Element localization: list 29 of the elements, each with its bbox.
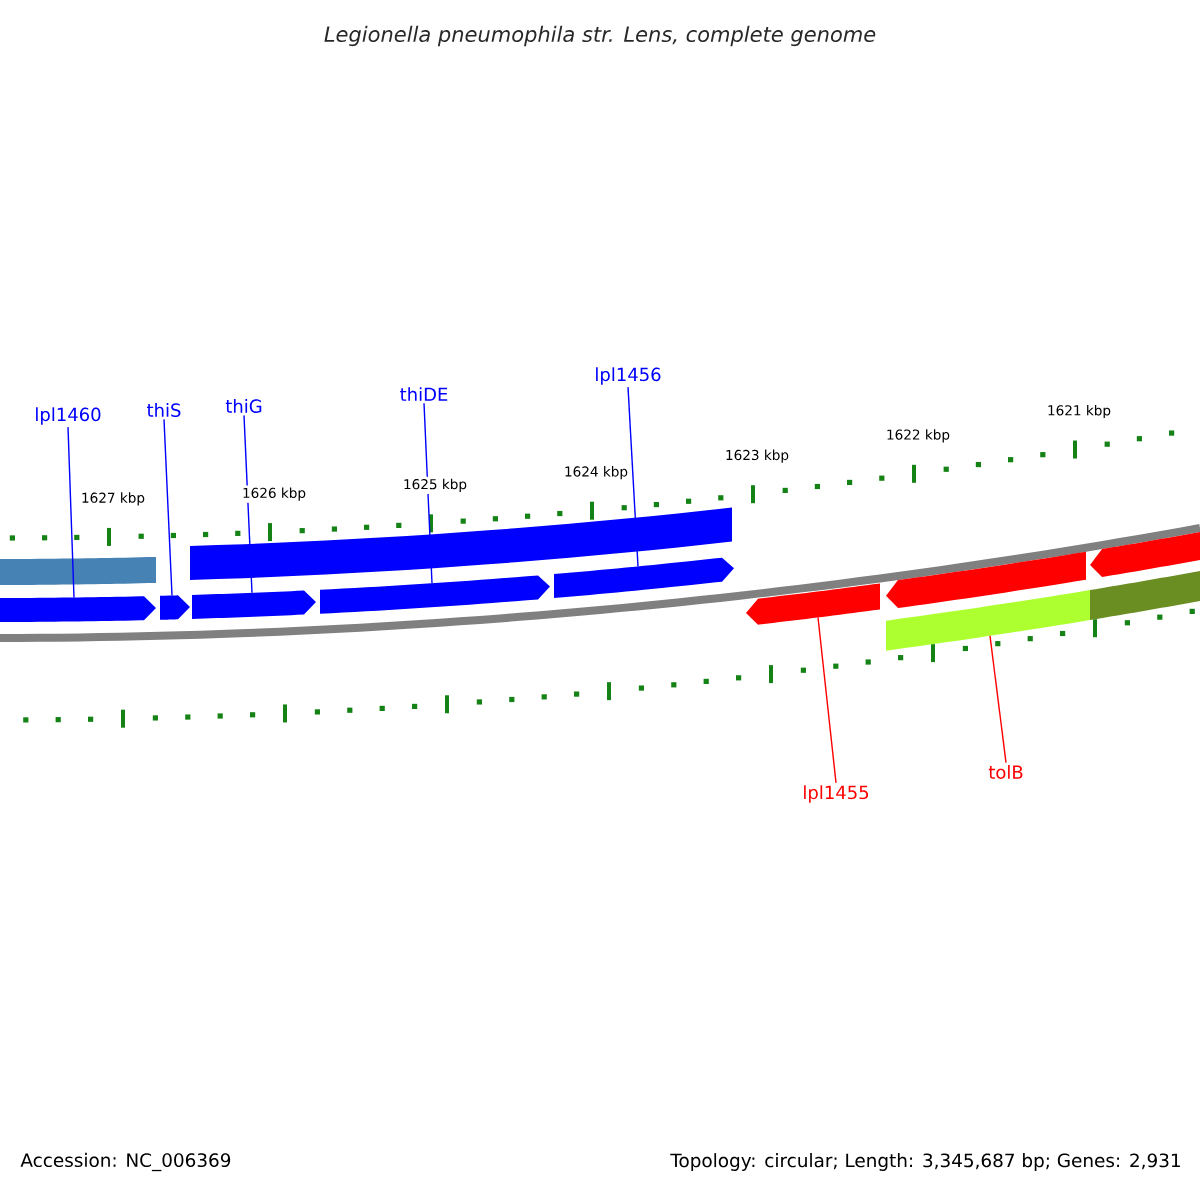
gene-label: lpl1460 — [36, 407, 101, 425]
gene-label: thiDE — [400, 387, 448, 401]
leader-line — [163, 418, 173, 597]
leader-line — [67, 426, 75, 599]
gene-bar — [190, 507, 732, 580]
gene-bar — [0, 556, 156, 585]
gene-bar — [1090, 570, 1200, 621]
leader-line — [989, 635, 1007, 764]
gene-segment — [0, 596, 156, 622]
gene-segment — [192, 590, 316, 619]
gene-bar — [886, 590, 1090, 651]
gene-label: lpl1455 — [804, 785, 869, 803]
info-text: Accession: NC_006369 — [20, 1152, 231, 1172]
gene-label: thiG — [225, 399, 262, 413]
gene-segment — [320, 575, 550, 614]
leader-line — [817, 616, 837, 784]
gene-label: tolB — [988, 765, 1023, 779]
gene-segment — [1090, 531, 1200, 578]
gene-segment — [160, 595, 190, 620]
gene-segment — [554, 557, 734, 599]
leader-line — [627, 386, 639, 568]
gene-label: lpl1456 — [596, 367, 661, 385]
gene-segment — [746, 583, 880, 625]
gene-label: thiS — [147, 403, 181, 417]
leader-line — [243, 414, 253, 594]
title: Legionella pneumophila str. Lens, complete genome — [324, 25, 876, 47]
leader-line — [423, 402, 433, 584]
gene-segment — [886, 551, 1086, 608]
info-text: Topology: circular; Length: 3,345,687 bp; Genes: 2,931 — [670, 1153, 1180, 1171]
